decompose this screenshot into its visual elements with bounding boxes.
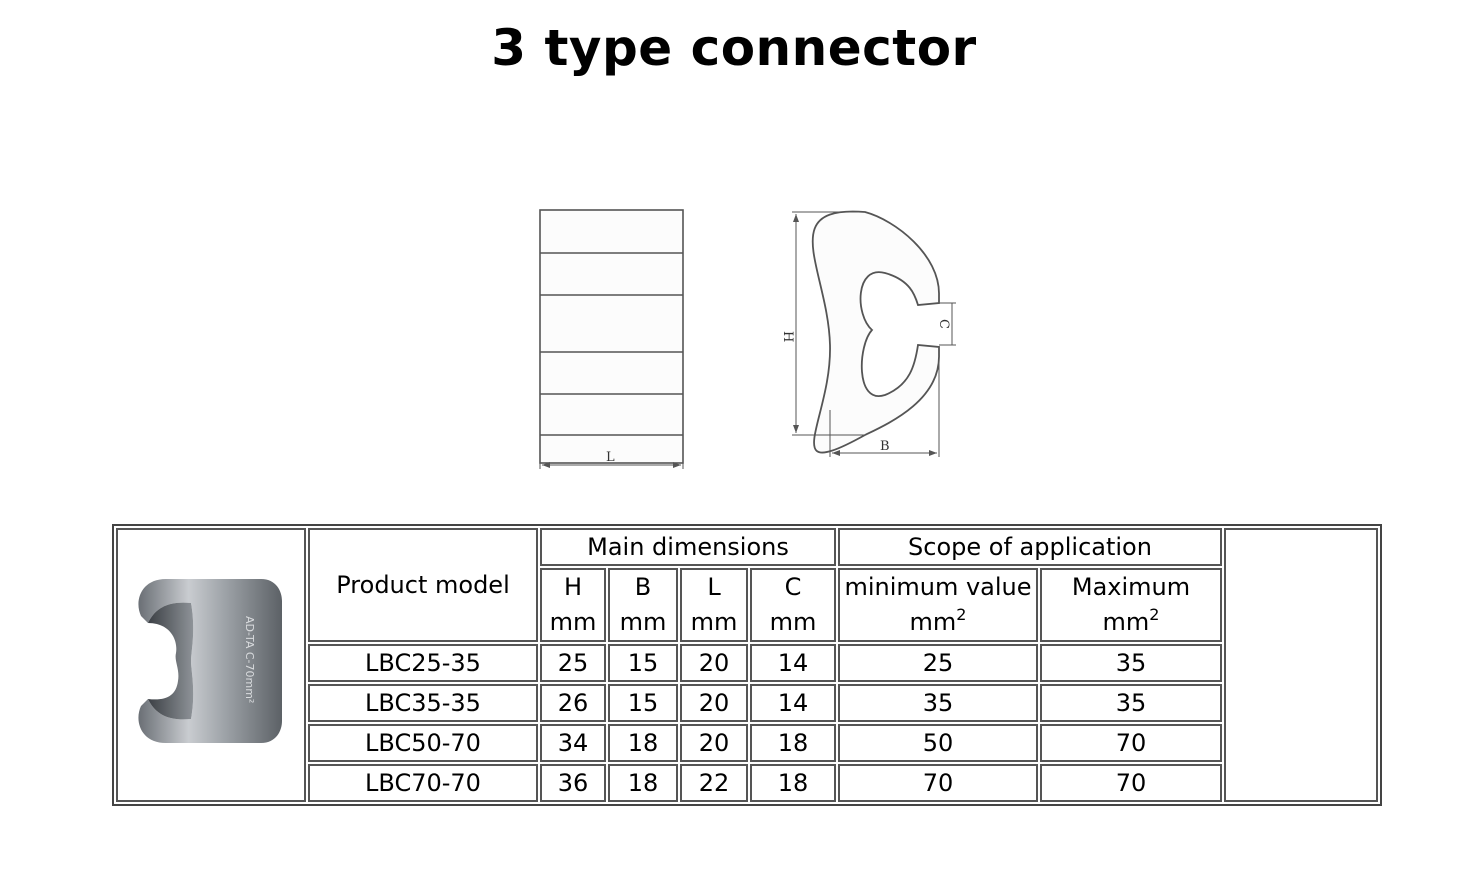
cell-c: 18	[750, 764, 836, 802]
product-model-header: Product model	[308, 528, 538, 642]
cell-min: 50	[838, 724, 1038, 762]
cell-h: 26	[540, 684, 606, 722]
minimum-value-header: minimum value mm2	[838, 568, 1038, 642]
end-view	[792, 210, 956, 457]
cell-h: 34	[540, 724, 606, 762]
area-exponent: 2	[1149, 605, 1160, 624]
max-label: Maximum	[1071, 573, 1191, 601]
page-title: 3 type connector	[491, 19, 977, 77]
cell-h: 36	[540, 764, 606, 802]
table-row: LBC50-70 34 18 20 18 50 70	[116, 724, 1378, 762]
cell-l: 20	[680, 684, 748, 722]
dim-letter: H	[563, 573, 583, 601]
cell-l: 20	[680, 644, 748, 682]
cell-max: 35	[1040, 644, 1222, 682]
dimension-label-c: C	[936, 319, 951, 329]
blank-column	[1224, 528, 1378, 802]
area-unit: mm	[1102, 608, 1150, 636]
cell-c: 14	[750, 684, 836, 722]
dim-unit: mm	[690, 608, 738, 636]
cell-b: 15	[608, 644, 678, 682]
cell-c: 14	[750, 644, 836, 682]
cell-max: 35	[1040, 684, 1222, 722]
dimension-label-b: B	[880, 439, 890, 454]
cell-model: LBC70-70	[308, 764, 538, 802]
dimension-label-l: L	[606, 450, 615, 465]
main-dimensions-header: Main dimensions	[540, 528, 836, 566]
cell-b: 18	[608, 724, 678, 762]
cell-b: 15	[608, 684, 678, 722]
product-photo-cell: AD-TA C-70mm²	[116, 528, 306, 802]
dim-unit: mm	[619, 608, 667, 636]
cell-model: LBC35-35	[308, 684, 538, 722]
dim-unit: mm	[549, 608, 597, 636]
table-row: LBC35-35 26 15 20 14 35 35	[116, 684, 1378, 722]
table-row: LBC70-70 36 18 22 18 70 70	[116, 764, 1378, 802]
area-exponent: 2	[956, 605, 967, 624]
dim-letter: L	[707, 573, 721, 601]
cell-model: LBC25-35	[308, 644, 538, 682]
dim-letter: C	[784, 573, 802, 601]
technical-drawing: L H B C	[539, 209, 956, 469]
dim-unit: mm	[769, 608, 817, 636]
cell-min: 25	[838, 644, 1038, 682]
cell-b: 18	[608, 764, 678, 802]
dimension-label-h: H	[780, 331, 795, 342]
cell-max: 70	[1040, 764, 1222, 802]
cell-l: 20	[680, 724, 748, 762]
cell-c: 18	[750, 724, 836, 762]
dim-letter: B	[634, 573, 652, 601]
spec-table: AD-TA C-70mm² Product model Main dimensi…	[112, 524, 1382, 806]
cell-min: 35	[838, 684, 1038, 722]
cell-l: 22	[680, 764, 748, 802]
cell-min: 70	[838, 764, 1038, 802]
product-photo: AD-TA C-70mm²	[138, 578, 282, 743]
table-row: LBC25-35 25 15 20 14 25 35	[116, 644, 1378, 682]
cell-h: 25	[540, 644, 606, 682]
cell-model: LBC50-70	[308, 724, 538, 762]
maximum-header: Maximum mm2	[1040, 568, 1222, 642]
area-unit: mm	[909, 608, 957, 636]
cell-max: 70	[1040, 724, 1222, 762]
scope-of-application-header: Scope of application	[838, 528, 1222, 566]
side-view	[539, 209, 684, 469]
min-label: minimum value	[844, 573, 1032, 601]
photo-engraving: AD-TA C-70mm²	[243, 616, 256, 703]
